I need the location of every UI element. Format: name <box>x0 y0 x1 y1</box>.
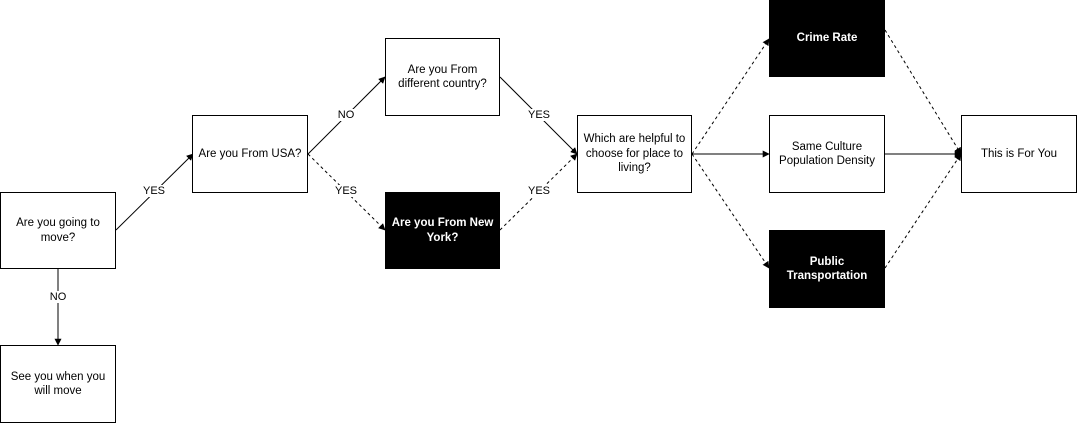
node-from-new-york-label: Are you From New York? <box>391 217 494 244</box>
node-see-you: See you when you will move <box>0 345 116 423</box>
edge-label-diff-helpful: YES <box>525 109 553 121</box>
edge-label-usa-ny: YES <box>332 185 360 197</box>
node-culture-density: Same Culture Population Density <box>769 115 885 193</box>
node-public-transportation: Public Transportation <box>769 230 885 308</box>
node-going-to-move-label: Are you going to move? <box>16 217 100 244</box>
node-from-usa: Are you From USA? <box>192 115 308 193</box>
edge-label-move-usa: YES <box>140 185 168 197</box>
node-public-transportation-label: Public Transportation <box>786 255 868 282</box>
edge-helpful-to-crime <box>691 38 770 155</box>
node-helpful-choose: Which are helpful to choose for place to… <box>577 115 692 193</box>
edge-label-ny-helpful: YES <box>525 185 553 197</box>
node-different-country: Are you From different country? <box>385 38 500 116</box>
edge-label-usa-diff: NO <box>335 109 357 121</box>
node-helpful-choose-label: Which are helpful to choose for place to… <box>583 133 686 175</box>
node-for-you: This is For You <box>961 115 1077 193</box>
node-from-usa-label: Are you From USA? <box>198 147 302 160</box>
node-different-country-label: Are you From different country? <box>398 63 487 90</box>
node-culture-density-label: Same Culture Population Density <box>779 140 875 167</box>
edge-transport-to-for-you <box>884 153 962 269</box>
node-for-you-label: This is For You <box>980 147 1058 160</box>
node-see-you-label: See you when you will move <box>10 370 106 397</box>
edge-label-move-see: NO <box>47 291 69 303</box>
edge-helpful-to-transport <box>691 153 770 269</box>
node-crime-rate: Crime Rate <box>769 0 885 77</box>
edge-crime-to-for-you <box>884 29 962 155</box>
node-going-to-move: Are you going to move? <box>0 192 116 269</box>
node-from-new-york: Are you From New York? <box>385 192 500 269</box>
node-crime-rate-label: Crime Rate <box>796 32 858 45</box>
